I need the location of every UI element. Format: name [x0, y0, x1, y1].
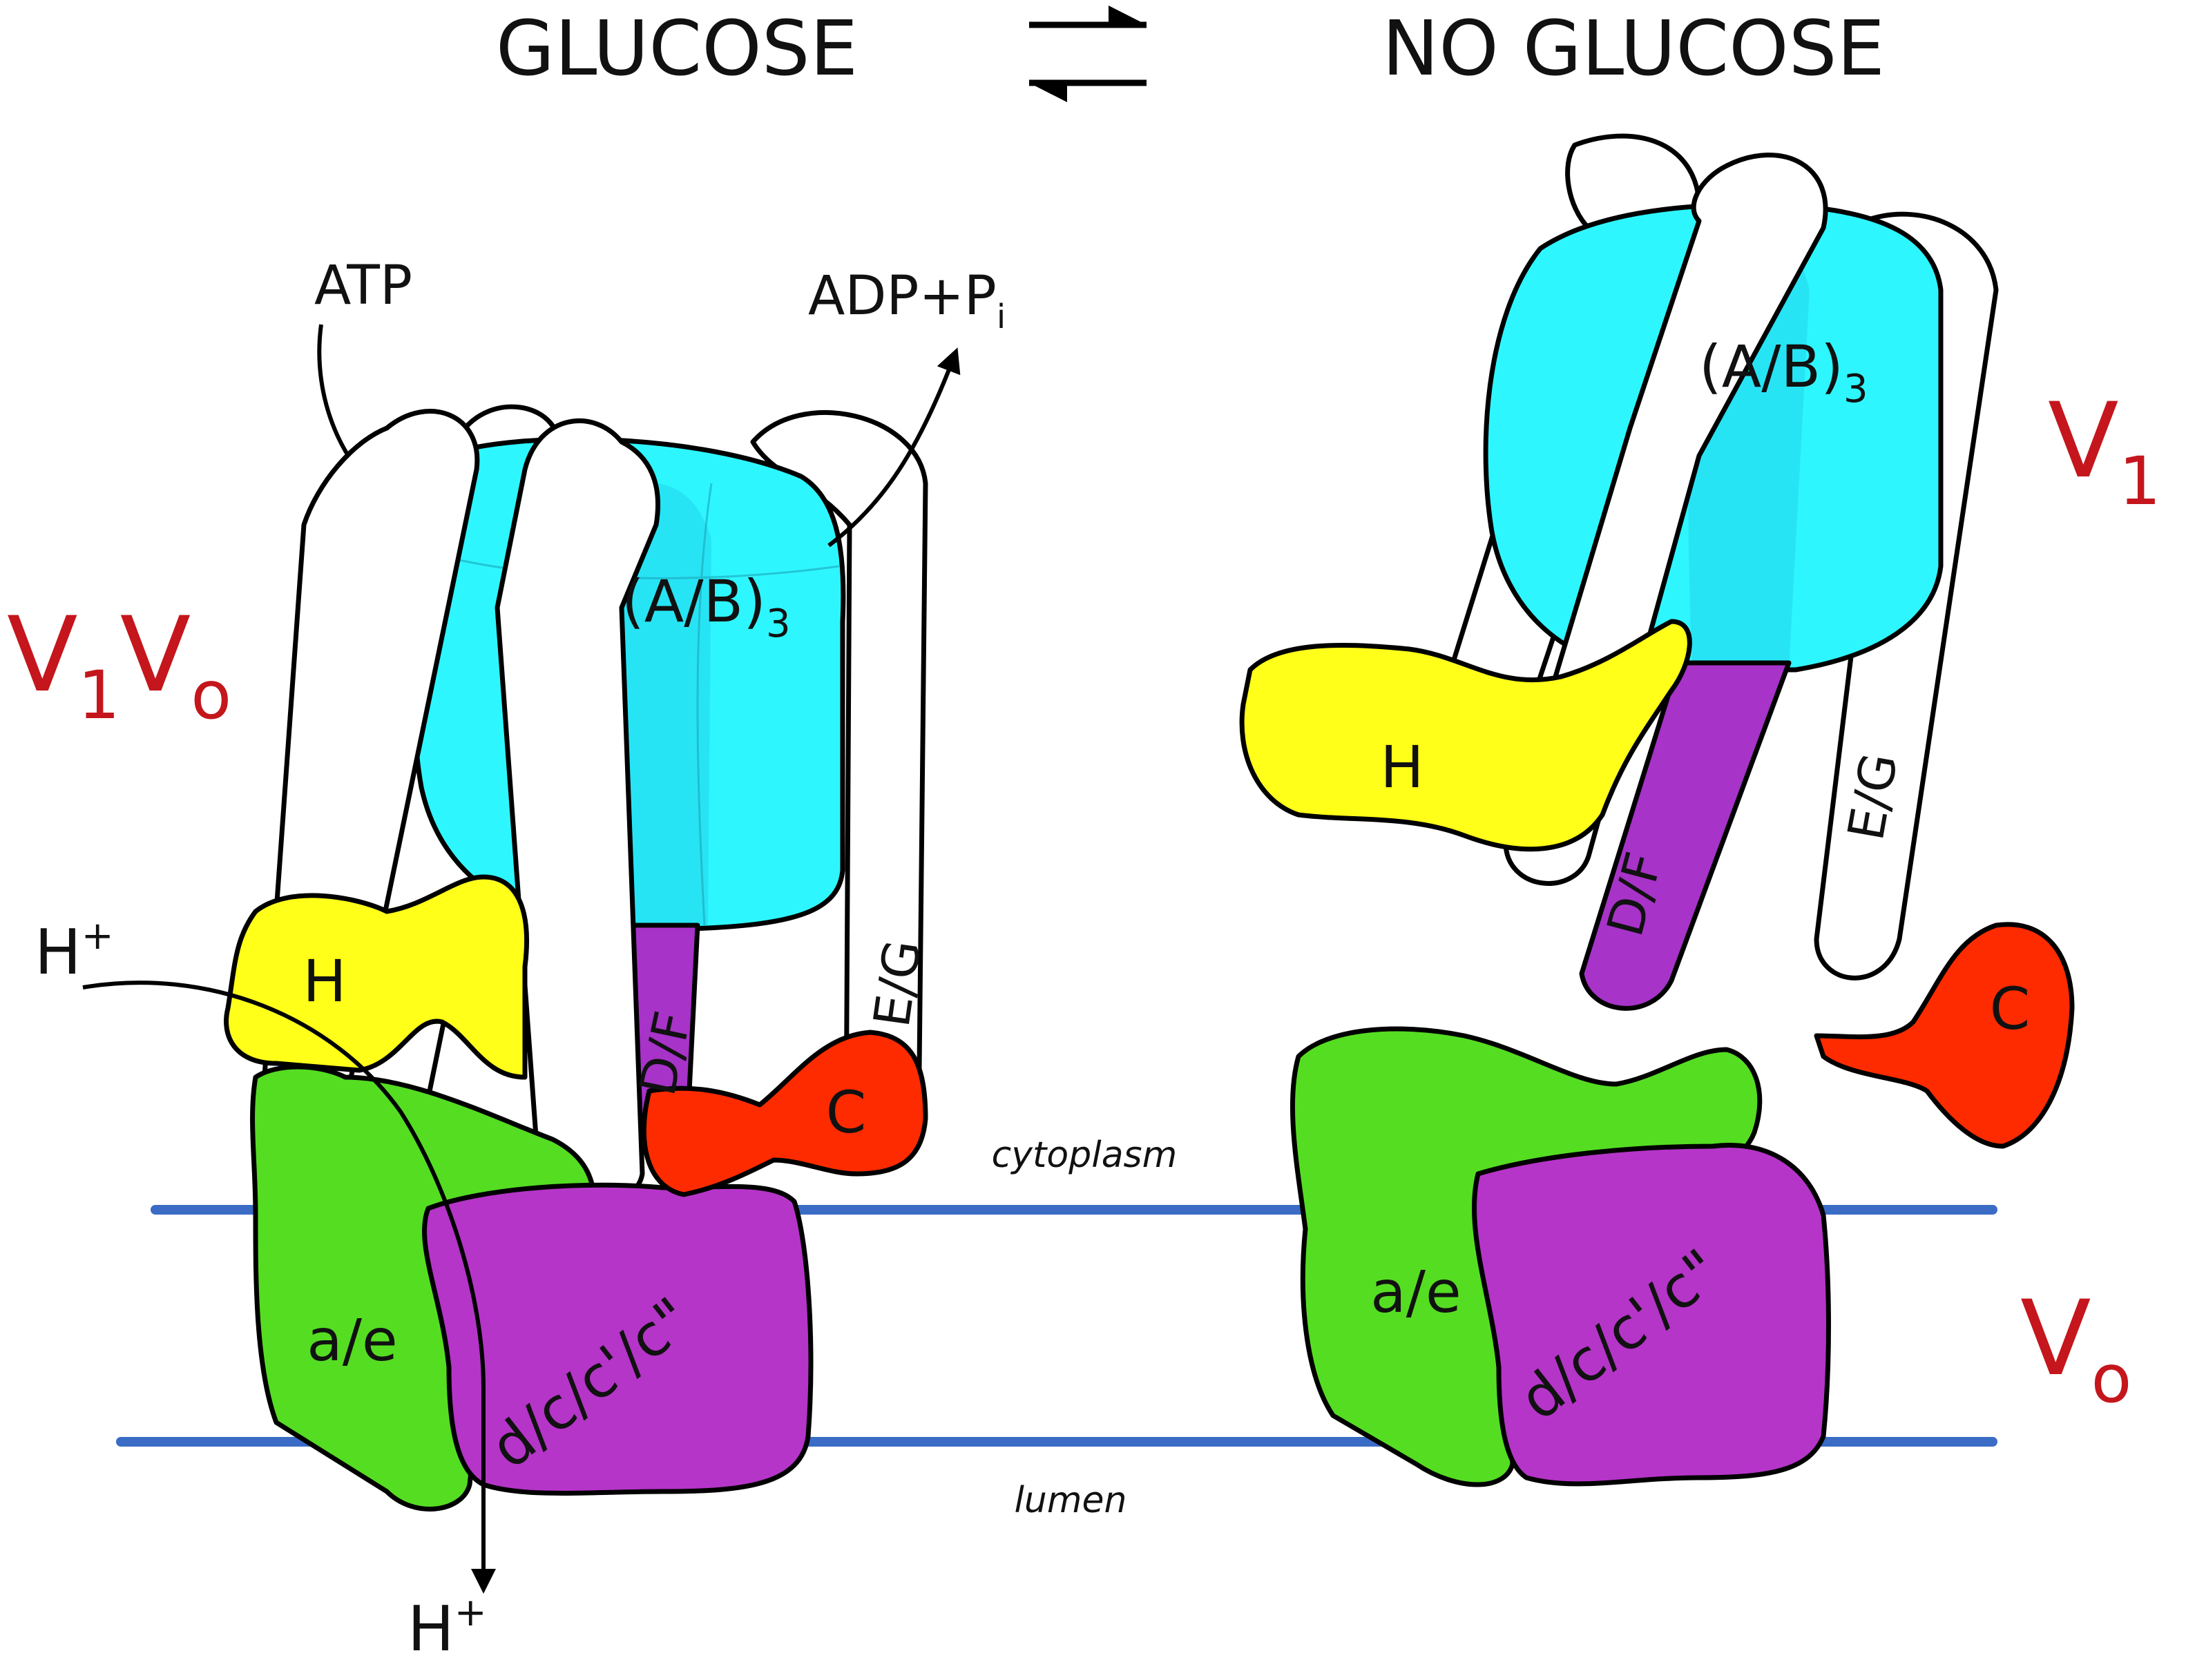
adp-label: ADP+Pi: [808, 265, 1006, 336]
vo-main: V: [2020, 1279, 2091, 1399]
ab-label-left: (A/B)3: [622, 568, 791, 646]
ae-subunit-left: [250, 1064, 597, 1512]
ab-right-sub: 3: [1843, 367, 1868, 412]
h-subunit-left: [224, 874, 529, 1080]
proton-in-label: H+: [35, 914, 114, 989]
ab-left-sub: 3: [766, 601, 791, 646]
right-complex: (A/B)3 H D/F E/G C a/e d/c/c'/c" V1 Vo: [1239, 133, 2161, 1487]
v1vo-main-1: V: [7, 595, 78, 715]
ae-label-right: a/e: [1370, 1258, 1461, 1326]
c-label-left: C: [826, 1079, 867, 1146]
proton-out-charge: +: [454, 1590, 487, 1635]
v1vo-label: V1Vo: [7, 595, 231, 734]
h-label-left: H: [303, 947, 346, 1015]
proton-in-main: H: [35, 916, 82, 989]
atp-label: ATP: [314, 255, 412, 317]
vo-label: Vo: [2020, 1279, 2131, 1418]
c-subunit-left: [641, 1030, 928, 1197]
eg-label-left: E/G: [863, 936, 932, 1030]
v1vo-sub-2: o: [191, 657, 231, 734]
df-stalk-right: [1579, 660, 1792, 1011]
ab-right-main: (A/B): [1699, 333, 1843, 400]
v1vo-main-2: V: [120, 595, 191, 715]
proton-out-label: H+: [408, 1590, 487, 1665]
cytoplasm-label: cytoplasm: [992, 1135, 1178, 1176]
h-subunit-right: [1239, 619, 1692, 852]
v1-label: V1: [2048, 381, 2161, 520]
c-label-right: C: [1990, 975, 2031, 1043]
adp-sub-label: i: [997, 298, 1006, 336]
proton-path: [82, 981, 496, 1594]
proton-out-main: H: [408, 1593, 454, 1665]
adp-curve: [827, 347, 961, 548]
ring-subunit-left: [421, 1182, 814, 1496]
ab-label-right: (A/B)3: [1699, 333, 1868, 412]
left-complex-v1vo: ATP ADP+Pi (A/B)3 H D/F E/G C a/e d/c/c'…: [7, 255, 1006, 1665]
ae-subunit-right: [1289, 1026, 1763, 1487]
vo-sub: o: [2091, 1340, 2132, 1418]
title-glucose: GLUCOSE: [496, 4, 858, 93]
equilibrium-arrows-icon: [1029, 6, 1147, 102]
title-no-glucose: NO GLUCOSE: [1382, 4, 1885, 93]
proton-in-charge: +: [82, 914, 114, 958]
ring-subunit-right: [1472, 1143, 1831, 1487]
c-subunit-right: [1814, 922, 2075, 1149]
ab-left-main: (A/B): [622, 568, 766, 635]
ae-label-left: a/e: [307, 1306, 397, 1374]
v1-sub: 1: [2119, 443, 2161, 520]
ab-shade-left: [611, 482, 711, 929]
h-label-right: H: [1380, 733, 1423, 801]
adp-main-label: ADP+P: [808, 265, 997, 327]
lumen-label: lumen: [1014, 1480, 1126, 1521]
v1vo-sub-1: 1: [78, 657, 120, 734]
v1-main: V: [2048, 381, 2119, 501]
